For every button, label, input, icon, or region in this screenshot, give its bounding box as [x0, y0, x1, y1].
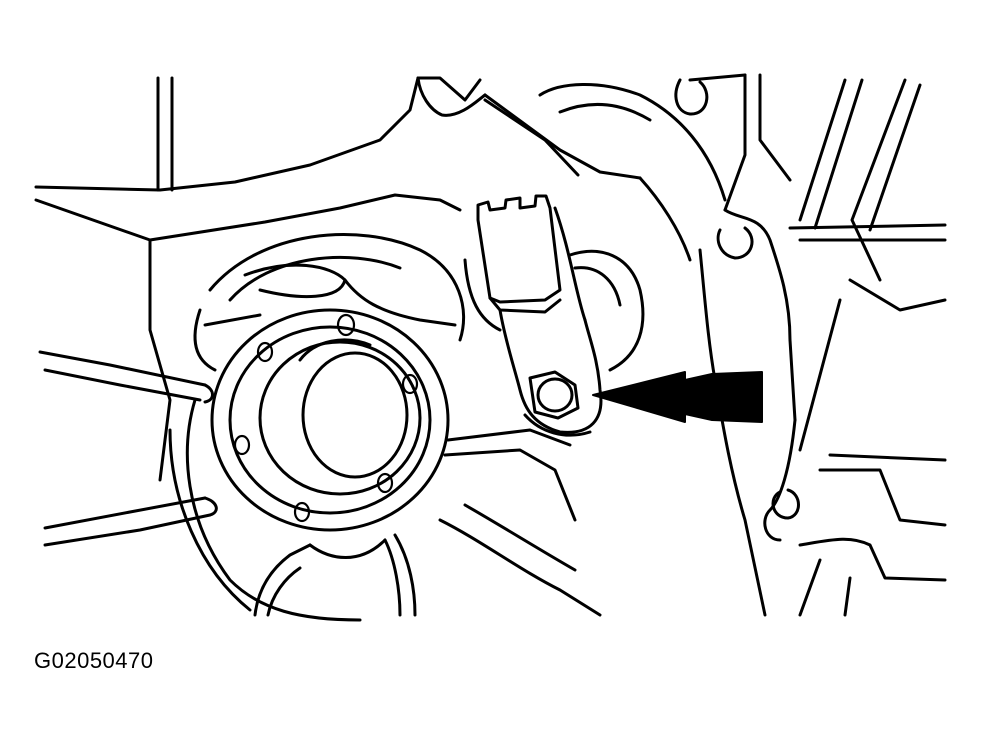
- pointer-arrow-icon: [592, 371, 763, 423]
- upper-housing: [34, 76, 642, 482]
- left-arms: [38, 350, 218, 547]
- figure-code: G02050470: [34, 648, 154, 673]
- left-frame-lines: [156, 76, 174, 192]
- seal-housing: [168, 233, 577, 622]
- right-frame: [538, 73, 947, 617]
- lower-housing: [253, 503, 602, 617]
- sensor: [463, 194, 645, 437]
